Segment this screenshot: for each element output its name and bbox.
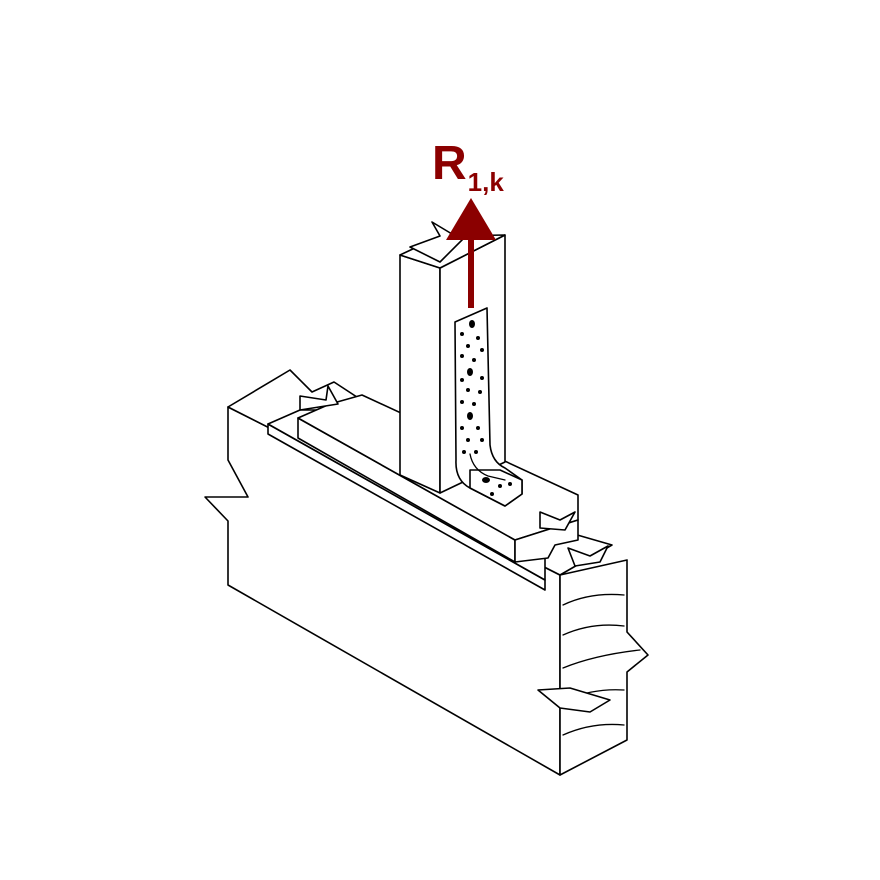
force-symbol: R	[432, 137, 467, 190]
plate-end-notch	[567, 545, 609, 567]
beam-end-face	[559, 559, 649, 776]
force-subscript: 1,k	[467, 167, 504, 197]
beam-break-notch	[537, 687, 611, 713]
force-label: R1,k	[432, 137, 504, 196]
angle-bracket	[454, 307, 523, 507]
bracket-bend-line	[469, 453, 506, 481]
force-arrow-head	[446, 198, 496, 240]
post-left-face	[399, 254, 441, 494]
bracket-holes	[460, 320, 512, 496]
block-end-notch	[539, 511, 576, 531]
force-arrow	[446, 198, 496, 308]
beam-end-grain	[562, 593, 641, 736]
block-break-notch	[299, 385, 339, 411]
